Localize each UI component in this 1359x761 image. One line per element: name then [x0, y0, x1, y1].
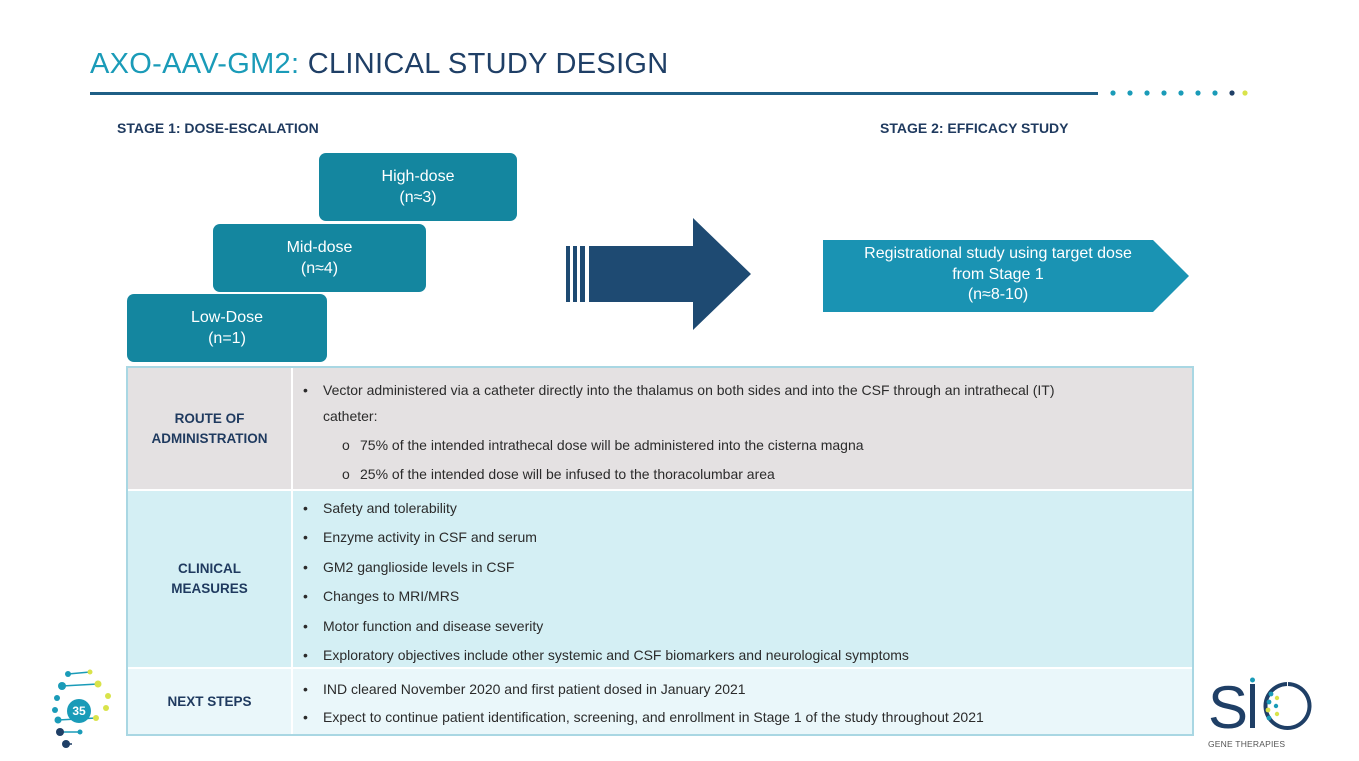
list-item: • Safety and tolerability	[303, 500, 457, 516]
list-item-continuation: catheter:	[323, 408, 378, 424]
clinical-label: CLINICAL MEASURES	[128, 491, 291, 667]
slide-title: AXO-AAV-GM2: CLINICAL STUDY DESIGN	[90, 48, 669, 81]
bullet-icon: •	[303, 588, 308, 604]
mid-dose-name: Mid-dose	[286, 239, 353, 256]
clinical-item: Exploratory objectives include other sys…	[323, 647, 909, 663]
next-steps-label: NEXT STEPS	[128, 669, 291, 734]
route-sub2: 25% of the intended dose will be infused…	[360, 466, 775, 482]
clinical-item: Changes to MRI/MRS	[323, 588, 460, 604]
title-subject: CLINICAL STUDY DESIGN	[307, 48, 669, 80]
sio-logo-icon: S	[1208, 676, 1312, 736]
clinical-item: Safety and tolerability	[323, 500, 457, 516]
route-label-line2: ADMINISTRATION	[151, 430, 268, 446]
registration-line3: (n≈8-10)	[967, 286, 1029, 303]
stage1-label: STAGE 1: DOSE-ESCALATION	[117, 120, 319, 136]
page-number: 35	[67, 699, 91, 723]
sub-list-item: o 25% of the intended dose will be infuse…	[342, 466, 775, 482]
bullet-icon: •	[303, 382, 308, 398]
svg-text:S: S	[1208, 676, 1248, 736]
clinical-row: CLINICAL MEASURES • Safety and tolerabili…	[128, 491, 1192, 667]
decorative-dots-icon	[1110, 90, 1248, 96]
route-label-line1: ROUTE OF	[174, 410, 245, 426]
stage2-label: STAGE 2: EFFICACY STUDY	[880, 120, 1069, 136]
progression-arrow-icon	[566, 218, 751, 330]
bullet-icon: •	[303, 529, 308, 545]
list-item: • Changes to MRI/MRS	[303, 588, 459, 604]
registration-line1: Registrational study using target dose	[864, 245, 1132, 262]
sub-list-item: o 75% of the intended intrathecal dose wi…	[342, 437, 864, 453]
clinical-label-line2: MEASURES	[171, 581, 248, 596]
clinical-item: Enzyme activity in CSF and serum	[323, 529, 537, 545]
bullet-icon: •	[303, 681, 308, 697]
title-product: AXO-AAV-GM2:	[90, 48, 300, 80]
list-item: • Expect to continue patient identificati…	[303, 709, 984, 725]
next-steps-content: • IND cleared November 2020 and first pat…	[293, 669, 1192, 734]
route-sub1: 75% of the intended intrathecal dose wil…	[360, 437, 864, 453]
list-item: • Enzyme activity in CSF and serum	[303, 529, 537, 545]
clinical-content: • Safety and tolerability • Enzyme activit…	[293, 491, 1192, 667]
study-details-table: ROUTE OF ADMINISTRATION • Vector administ…	[126, 366, 1194, 736]
list-item: • Vector administered via a catheter dire…	[303, 382, 1055, 398]
bullet-icon: •	[303, 559, 308, 575]
low-dose-n: (n=1)	[208, 330, 246, 347]
route-text-line1: Vector administered via a catheter direc…	[323, 382, 1055, 398]
sub-bullet-icon: o	[342, 437, 350, 453]
registrational-study-arrow-icon	[823, 240, 1189, 312]
title-underline	[90, 92, 1098, 95]
clinical-item: GM2 ganglioside levels in CSF	[323, 559, 515, 575]
clinical-item: Motor function and disease severity	[323, 618, 544, 634]
mid-dose-box: Mid-dose (n≈4)	[213, 224, 426, 292]
bullet-icon: •	[303, 647, 308, 663]
sub-bullet-icon: o	[342, 466, 350, 482]
list-item: • IND cleared November 2020 and first pat…	[303, 681, 746, 697]
high-dose-box: High-dose (n≈3)	[319, 153, 517, 221]
next-item: IND cleared November 2020 and first pati…	[323, 681, 746, 697]
registrational-study-text: Registrational study using target dose f…	[823, 244, 1173, 306]
bullet-icon: •	[303, 709, 308, 725]
high-dose-name: High-dose	[381, 168, 455, 185]
route-label: ROUTE OF ADMINISTRATION	[128, 368, 291, 489]
low-dose-box: Low-Dose (n=1)	[127, 294, 327, 362]
route-content: • Vector administered via a catheter dire…	[293, 368, 1192, 489]
bullet-icon: •	[303, 500, 308, 516]
next-steps-row: NEXT STEPS • IND cleared November 2020 an…	[128, 669, 1192, 734]
low-dose-name: Low-Dose	[190, 309, 264, 326]
high-dose-n: (n≈3)	[399, 189, 437, 206]
route-row: ROUTE OF ADMINISTRATION • Vector administ…	[128, 368, 1192, 489]
clinical-label-line1: CLINICAL	[177, 561, 241, 576]
list-item: • GM2 ganglioside levels in CSF	[303, 559, 514, 575]
logo-tagline: GENE THERAPIES	[1208, 739, 1286, 749]
list-item: • Motor function and disease severity	[303, 618, 543, 634]
next-item: Expect to continue patient identificatio…	[323, 709, 984, 725]
molecule-logo-icon	[52, 669, 111, 748]
registration-line2: from Stage 1	[952, 265, 1044, 283]
list-item: • Exploratory objectives include other sy…	[303, 647, 909, 663]
mid-dose-n: (n≈4)	[300, 260, 339, 277]
bullet-icon: •	[303, 618, 308, 634]
